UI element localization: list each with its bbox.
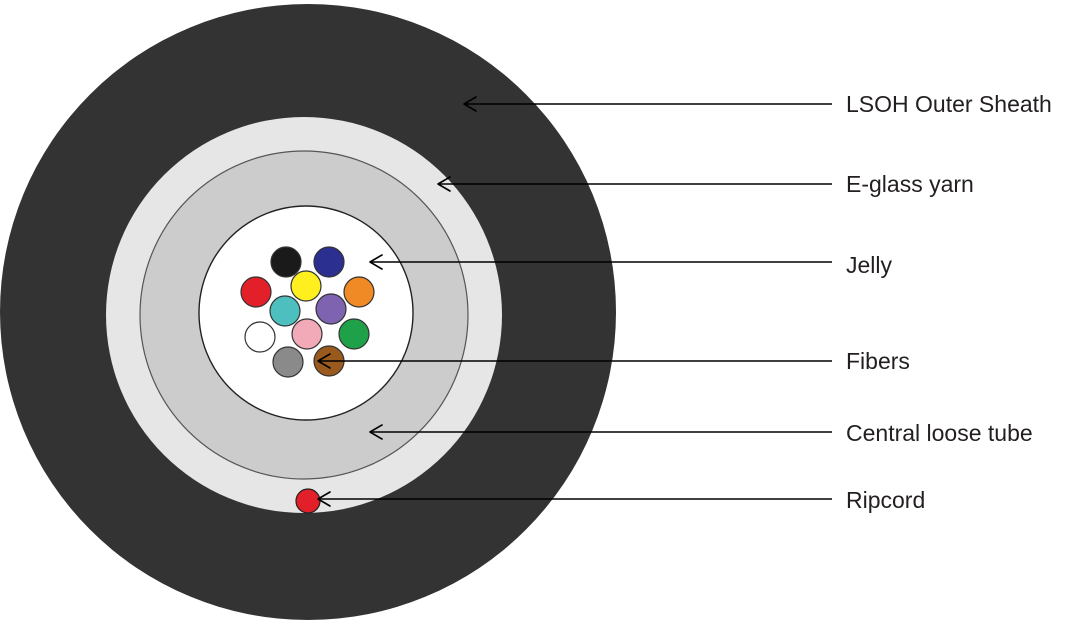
label-lsoh-outer-sheath: LSOH Outer Sheath	[846, 91, 1052, 117]
fiber-blue	[313, 246, 345, 278]
fibers-bundle	[240, 246, 375, 378]
fiber-aqua	[269, 295, 301, 327]
label-e-glass-yarn: E-glass yarn	[846, 171, 974, 197]
jelly-layer	[198, 205, 414, 421]
label-central-loose-tube: Central loose tube	[846, 420, 1033, 446]
leader-central-loose-tube	[369, 424, 832, 440]
leader-outer-sheath	[463, 96, 832, 112]
fiber-violet	[315, 293, 347, 325]
fiber-white	[244, 321, 276, 353]
fiber-slate	[272, 346, 304, 378]
arrowhead-icon	[317, 491, 331, 507]
arrowhead-icon	[463, 96, 477, 112]
fiber-orange	[343, 276, 375, 308]
leader-jelly	[369, 254, 832, 270]
cable-cross-section	[0, 4, 616, 620]
ripcord	[295, 488, 321, 514]
fiber-black	[270, 246, 302, 278]
fiber-green	[338, 318, 370, 350]
label-jelly: Jelly	[846, 252, 893, 278]
leader-ripcord	[317, 491, 832, 507]
callout-leaders	[317, 96, 832, 507]
arrowhead-icon	[317, 353, 331, 369]
fiber-rose	[291, 318, 323, 350]
label-fibers: Fibers	[846, 348, 910, 374]
label-ripcord: Ripcord	[846, 487, 925, 513]
leader-e-glass-yarn	[437, 176, 832, 192]
fiber-yellow	[290, 270, 322, 302]
fiber-red	[240, 276, 272, 308]
callout-labels: LSOH Outer Sheath E-glass yarn Jelly Fib…	[846, 91, 1052, 513]
arrowhead-icon	[369, 254, 383, 270]
arrowhead-icon	[369, 424, 383, 440]
arrowhead-icon	[437, 176, 451, 192]
leader-fibers	[317, 353, 832, 369]
